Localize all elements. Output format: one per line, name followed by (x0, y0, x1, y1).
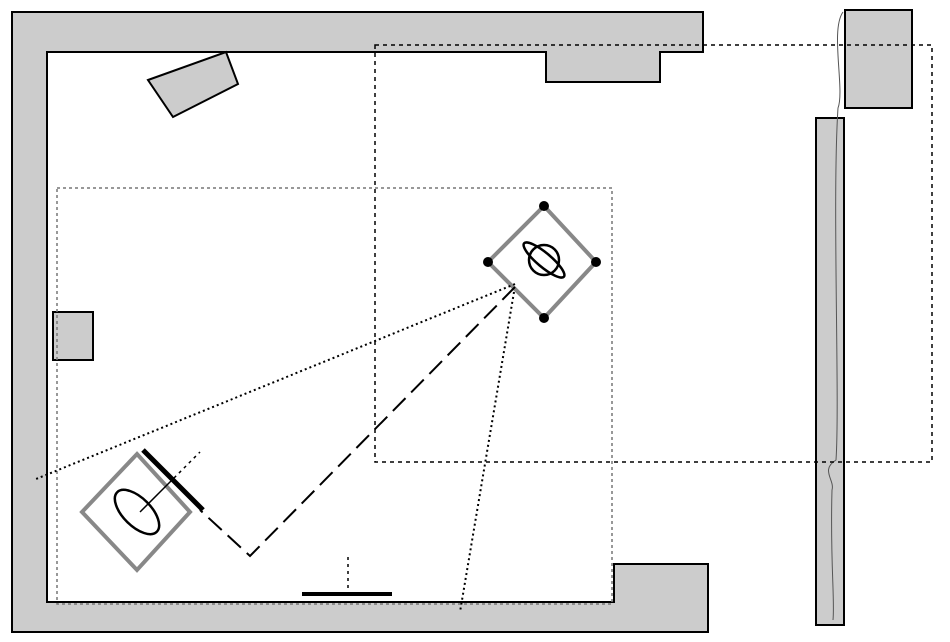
side-panel (815, 117, 845, 626)
wall-box (52, 311, 94, 361)
wall-sensor (79, 448, 205, 573)
coverage-zone-secondary (56, 187, 613, 605)
baseboard-emitter (302, 557, 392, 596)
sight-lines (35, 283, 516, 613)
coverage-zone-primary (374, 44, 933, 463)
room-wall (11, 11, 709, 633)
panel-curve (827, 11, 844, 621)
sensor-ellipse-icon (113, 488, 161, 536)
corner-block (844, 9, 913, 109)
tilted-block (146, 50, 240, 119)
sensor-lens-icon (527, 243, 561, 277)
room-walls (11, 11, 709, 633)
ceiling-sensor (483, 201, 601, 323)
